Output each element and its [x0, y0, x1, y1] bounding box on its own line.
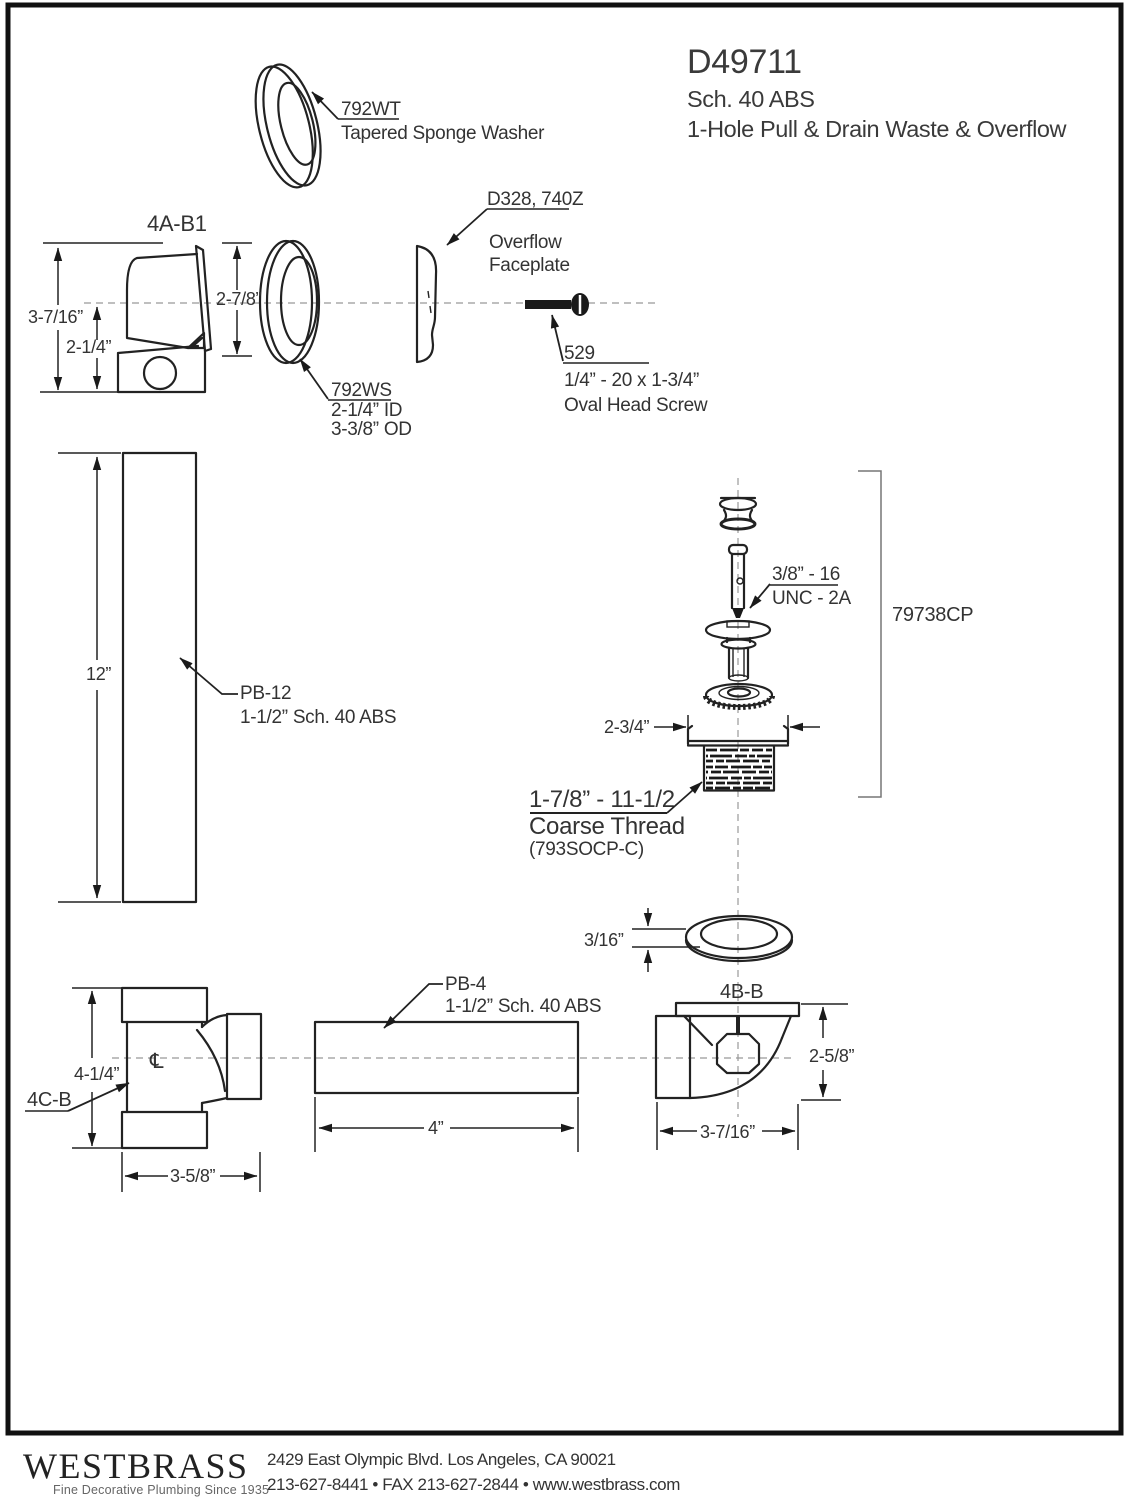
label-79738cp-code: 79738CP — [892, 604, 973, 626]
model-number: D49711 — [687, 43, 802, 81]
screw-drawing: 529 1/4” - 20 x 1-3/4” Oval Head Screw — [525, 293, 708, 416]
label-faceplate-name1: Overflow — [489, 232, 562, 253]
logo-tagline: Fine Decorative Plumbing Since 1935 — [53, 1483, 269, 1497]
label-coarse2: Coarse Thread — [529, 813, 685, 840]
faceplate-drawing: D328, 740Z Overflow Faceplate — [415, 189, 584, 364]
centerline-symbol: ℄ — [149, 1049, 164, 1073]
pb4-tube-drawing: 4” PB-4 1-1/2” Sch. 40 ABS — [313, 974, 602, 1152]
label-faceplate-code: D328, 740Z — [487, 189, 584, 210]
dim-flange-width: 2-3/4” — [604, 717, 650, 737]
dim-washer-thickness: 3/16” — [584, 930, 624, 950]
dim-4bb-height: 2-5/8” — [809, 1046, 855, 1066]
centerlines — [84, 302, 795, 1117]
footer: WESTBRASS Fine Decorative Plumbing Since… — [23, 1446, 681, 1497]
footer-contact: 213-627-8441 • FAX 213-627-2844 • www.we… — [267, 1475, 680, 1494]
dim-pb12-length: 12” — [86, 664, 111, 684]
thin-washer-drawing: 3/16” — [584, 908, 794, 972]
label-529-code: 529 — [564, 343, 595, 364]
product-name: 1-Hole Pull & Drain Waste & Overflow — [687, 116, 1068, 142]
label-792wt-name: Tapered Sponge Washer — [341, 123, 545, 144]
label-792ws-od: 3-3/8” OD — [331, 419, 412, 440]
label-529-spec: 1/4” - 20 x 1-3/4” — [564, 370, 699, 391]
material-spec: Sch. 40 ABS — [687, 86, 815, 112]
label-4bb-code: 4B-B — [720, 981, 763, 1003]
footer-address: 2429 East Olympic Blvd. Los Angeles, CA … — [267, 1450, 616, 1469]
sponge-washer-drawing: 792WT Tapered Sponge Washer — [254, 63, 545, 189]
dim-4ab1-center: 2-1/4” — [66, 337, 112, 357]
label-thread-spec2: UNC - 2A — [772, 588, 852, 609]
overflow-washer-drawing: 2-7/8” 792WS 2-1/4” ID 3-3/8” OD — [216, 239, 412, 440]
dim-4ab1-height: 3-7/16” — [28, 307, 83, 327]
overflow-elbow-drawing: 4A-B1 3-7/16” 2-1/4” — [28, 211, 213, 394]
elbow-drawing: 4B-B 2-5/8” 3-7/16” — [654, 981, 855, 1150]
pb12-tube-drawing: 12” PB-12 1-1/2” Sch. 40 ABS — [58, 451, 397, 904]
dim-4cb-height: 4-1/4” — [74, 1064, 120, 1084]
label-529-name: Oval Head Screw — [564, 395, 708, 416]
label-4cb-code: 4C-B — [27, 1089, 71, 1111]
label-792ws-id: 2-1/4” ID — [331, 400, 402, 421]
dim-4bb-width: 3-7/16” — [700, 1122, 755, 1142]
label-coarse3: (793SOCP-C) — [529, 839, 644, 860]
label-coarse1: 1-7/8” - 11-1/2 — [529, 786, 675, 813]
label-pb4-code: PB-4 — [445, 974, 487, 995]
westbrass-logo: WESTBRASS — [23, 1446, 249, 1486]
drawing-border — [5, 2, 1124, 1436]
label-faceplate-name2: Faceplate — [489, 255, 570, 276]
dim-pb4-length: 4” — [428, 1118, 444, 1138]
label-792ws-code: 792WS — [331, 380, 392, 401]
label-pb12-spec: 1-1/2” Sch. 40 ABS — [240, 707, 396, 728]
tee-drawing: ℄ 4C-B 4-1/4” 3-5/8” — [25, 986, 263, 1192]
assembly-bracket — [858, 470, 882, 798]
label-thread-spec1: 3/8” - 16 — [772, 564, 840, 585]
label-pb12-code: PB-12 — [240, 683, 291, 704]
label-792wt-code: 792WT — [341, 99, 401, 120]
dim-4cb-width: 3-5/8” — [170, 1166, 216, 1186]
coarse-thread-hatch — [706, 748, 772, 790]
title-block: D49711 Sch. 40 ABS 1-Hole Pull & Drain W… — [687, 43, 1068, 142]
drain-assembly-drawing: 3/8” - 16 UNC - 2A 79 — [529, 470, 974, 860]
label-4ab1-code: 4A-B1 — [147, 211, 207, 236]
dim-792ws-height: 2-7/8” — [216, 289, 262, 309]
label-pb4-spec: 1-1/2” Sch. 40 ABS — [445, 996, 601, 1017]
